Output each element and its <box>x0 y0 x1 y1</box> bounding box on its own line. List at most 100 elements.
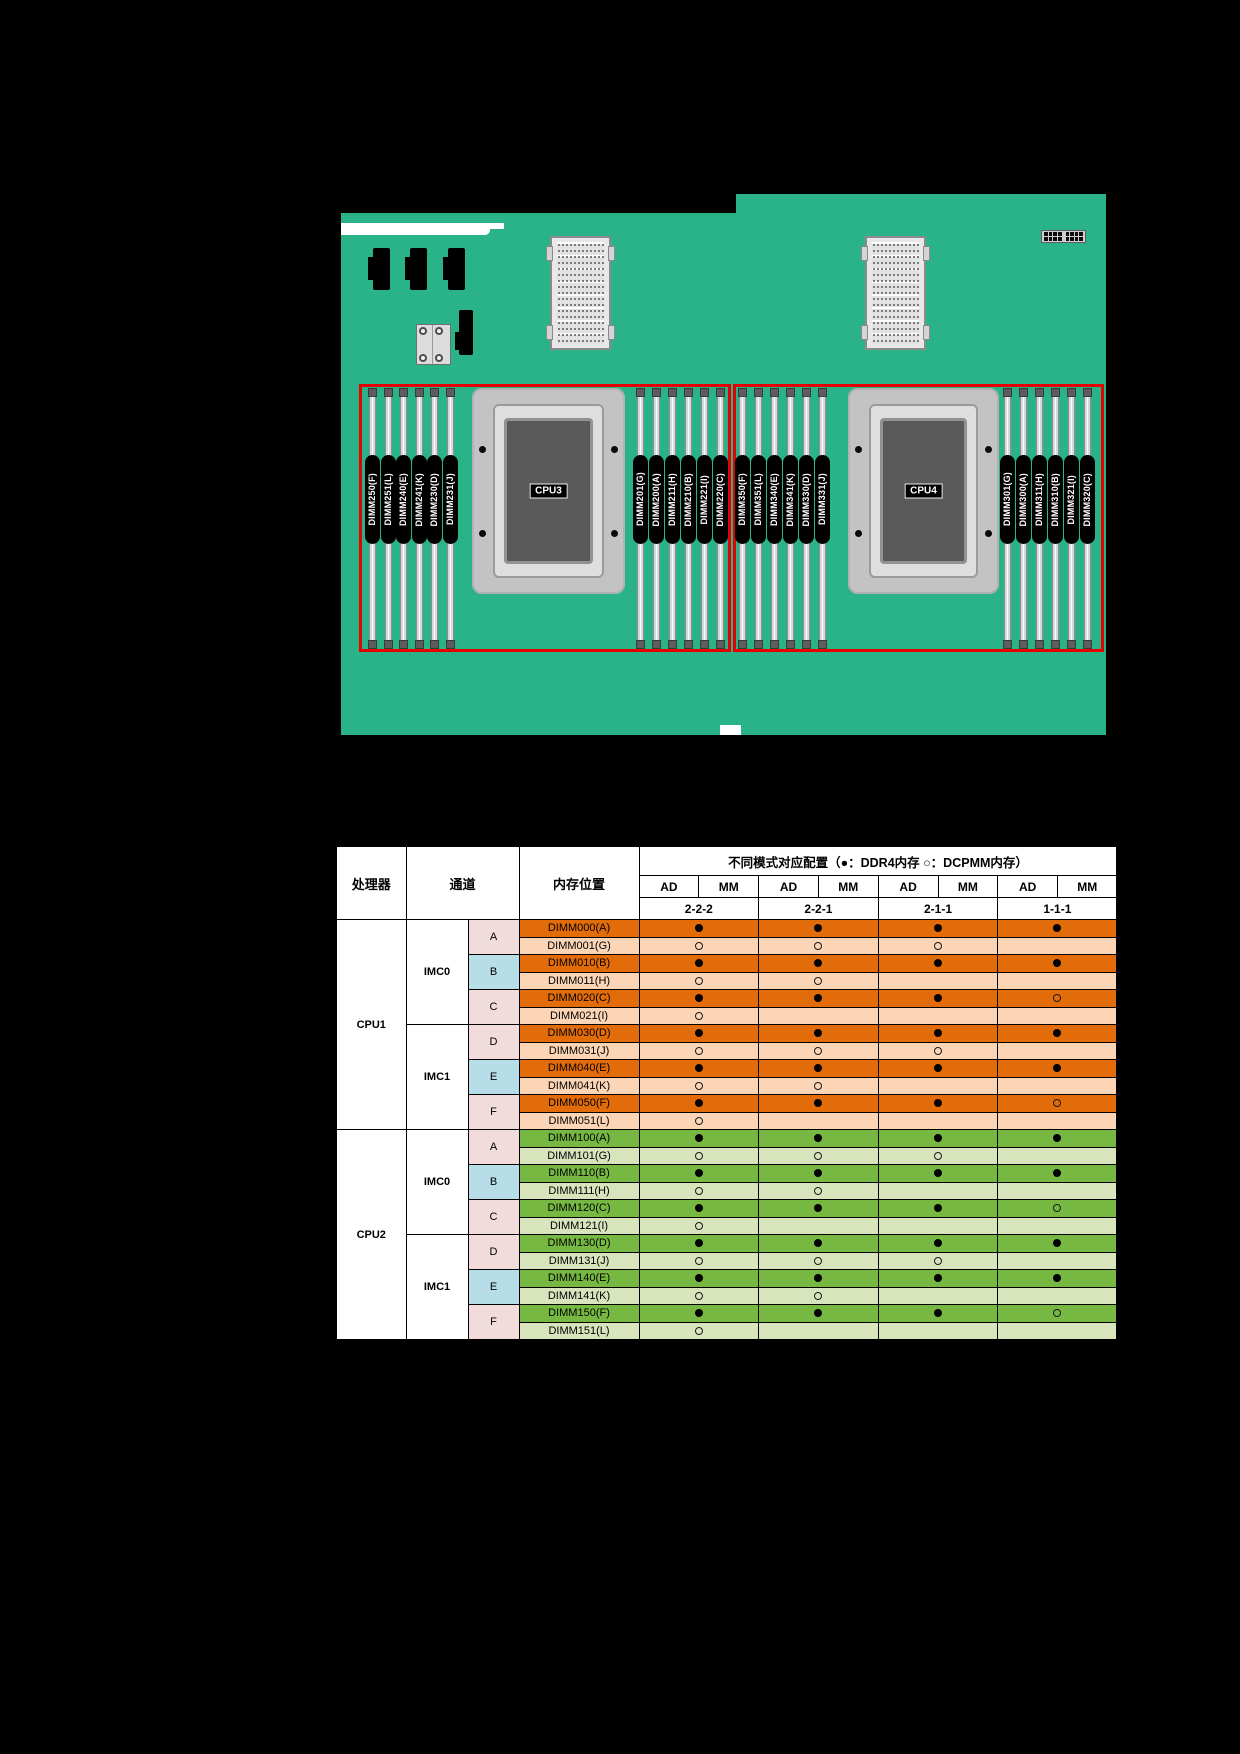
config-mark-cell <box>877 1286 999 1305</box>
dimm-location-cell: DIMM051(L) <box>518 1111 640 1130</box>
io-connector <box>405 248 427 290</box>
config-mark-cell <box>638 1181 760 1200</box>
dcpmm-ring-icon <box>1053 1204 1062 1213</box>
dimm-location-cell: DIMM151(L) <box>518 1321 640 1342</box>
config-mark-cell <box>997 1006 1118 1025</box>
dcpmm-ring-icon <box>694 1256 703 1265</box>
config-mark-cell <box>758 1286 879 1305</box>
config-mark-cell <box>638 1164 760 1183</box>
ddr4-dot-icon <box>814 1239 823 1248</box>
channel-letter-cell: D <box>467 1234 520 1270</box>
dimm-slot: DIMM311(H) <box>1031 388 1047 649</box>
dimm-slot: DIMM200(A) <box>648 388 664 649</box>
header-processor: 处理器 <box>335 845 407 920</box>
dimm-slot-label: DIMM340(E) <box>766 455 782 544</box>
config-mark-cell <box>758 1321 879 1342</box>
dcpmm-ring-icon <box>694 1011 703 1020</box>
dimm-slot: DIMM300(A) <box>1015 388 1031 649</box>
dimm-slot: DIMM331(J) <box>814 388 830 649</box>
config-mark-cell <box>997 1269 1118 1288</box>
pin-header-connector <box>1041 230 1086 243</box>
ddr4-dot-icon <box>814 1064 823 1073</box>
board-bottom-notch <box>720 725 741 735</box>
dimm-location-cell: DIMM101(G) <box>518 1146 640 1165</box>
dimm-slot-label: DIMM240(E) <box>395 455 411 544</box>
ddr4-dot-icon <box>694 1309 703 1318</box>
config-mark-cell <box>758 1146 879 1165</box>
cpu4-socket: CPU4 <box>848 388 999 594</box>
dcpmm-ring-icon <box>814 1256 823 1265</box>
config-mark-cell <box>997 1164 1118 1183</box>
dimm-location-cell: DIMM041(K) <box>518 1076 640 1095</box>
ddr4-dot-icon <box>934 1029 942 1038</box>
dimm-location-cell: DIMM130(D) <box>518 1234 640 1253</box>
config-mark-cell <box>877 1024 999 1043</box>
ddr4-dot-icon <box>1053 1029 1062 1038</box>
dimm-slot-label: DIMM251(L) <box>380 455 396 544</box>
config-mark-cell <box>638 1321 760 1342</box>
dimm-slot: DIMM351(L) <box>750 388 766 649</box>
dimm-location-cell: DIMM111(H) <box>518 1181 640 1200</box>
config-mark-cell <box>997 1304 1118 1323</box>
ddr4-dot-icon <box>934 1274 942 1283</box>
config-mark-cell <box>638 1094 760 1113</box>
config-mark-cell <box>877 1006 999 1025</box>
dimm-slot: DIMM231(J) <box>442 388 458 649</box>
dimm-slot-label: DIMM331(J) <box>814 455 830 544</box>
dimm-location-cell: DIMM040(E) <box>518 1059 640 1078</box>
dimm-slot-label: DIMM200(A) <box>648 455 664 544</box>
ddr4-dot-icon <box>934 1134 942 1143</box>
dimm-slot: DIMM350(F) <box>734 388 750 649</box>
config-mark-cell <box>638 1146 760 1165</box>
dimm-slot: DIMM210(B) <box>680 388 696 649</box>
config-mark-cell <box>877 971 999 990</box>
header-mm: MM <box>937 875 999 898</box>
dimm-location-cell: DIMM020(C) <box>518 989 640 1008</box>
dimm-slot-label: DIMM230(D) <box>426 455 442 544</box>
channel-letter-cell: E <box>467 1269 520 1305</box>
cpu3-label: CPU3 <box>529 483 568 499</box>
config-mark-cell <box>997 1181 1118 1200</box>
imc-cell: IMC0 <box>405 1129 469 1235</box>
ddr4-dot-icon <box>694 959 703 968</box>
config-mark-cell <box>758 989 879 1008</box>
header-mm: MM <box>1057 875 1118 898</box>
config-mark-cell <box>997 936 1118 955</box>
dimm-slot-label: DIMM201(G) <box>632 455 648 544</box>
cpu3-dimm-highlight-box <box>359 384 731 652</box>
table-row: DIMM131(J) <box>336 1251 1118 1270</box>
ddr4-dot-icon <box>694 1274 703 1283</box>
dimm-slot: DIMM201(G) <box>632 388 648 649</box>
config-mark-cell <box>877 1199 999 1218</box>
imc-cell: IMC1 <box>405 1024 469 1130</box>
config-mark-cell <box>877 1234 999 1253</box>
config-mark-cell <box>758 1111 879 1130</box>
ddr4-dot-icon <box>934 994 942 1003</box>
io-connector <box>368 248 390 290</box>
config-mark-cell <box>997 1059 1118 1078</box>
ddr4-dot-icon <box>814 1134 823 1143</box>
channel-letter-cell: A <box>467 1129 520 1165</box>
dimm-slot: DIMM251(L) <box>380 388 396 649</box>
config-mark-cell <box>758 1269 879 1288</box>
dimm-slot-label: DIMM310(B) <box>1047 455 1063 544</box>
dcpmm-ring-icon <box>694 1326 703 1335</box>
config-mark-cell <box>877 1216 999 1235</box>
ddr4-dot-icon <box>814 959 823 968</box>
ddr4-dot-icon <box>694 1169 703 1178</box>
dimm-slot-label: DIMM311(H) <box>1031 455 1047 544</box>
header-ad: AD <box>997 875 1059 898</box>
dimm-slot-label: DIMM320(C) <box>1079 455 1095 544</box>
dimm-slot: DIMM341(K) <box>782 388 798 649</box>
config-mark-cell <box>638 1006 760 1025</box>
config-mark-cell <box>997 1251 1118 1270</box>
config-mark-cell <box>877 1111 999 1130</box>
config-mark-cell <box>997 1094 1118 1113</box>
dimm-slot: DIMM321(I) <box>1063 388 1079 649</box>
dcpmm-ring-icon <box>694 1151 703 1160</box>
dimm-slot-label: DIMM321(I) <box>1063 455 1079 544</box>
